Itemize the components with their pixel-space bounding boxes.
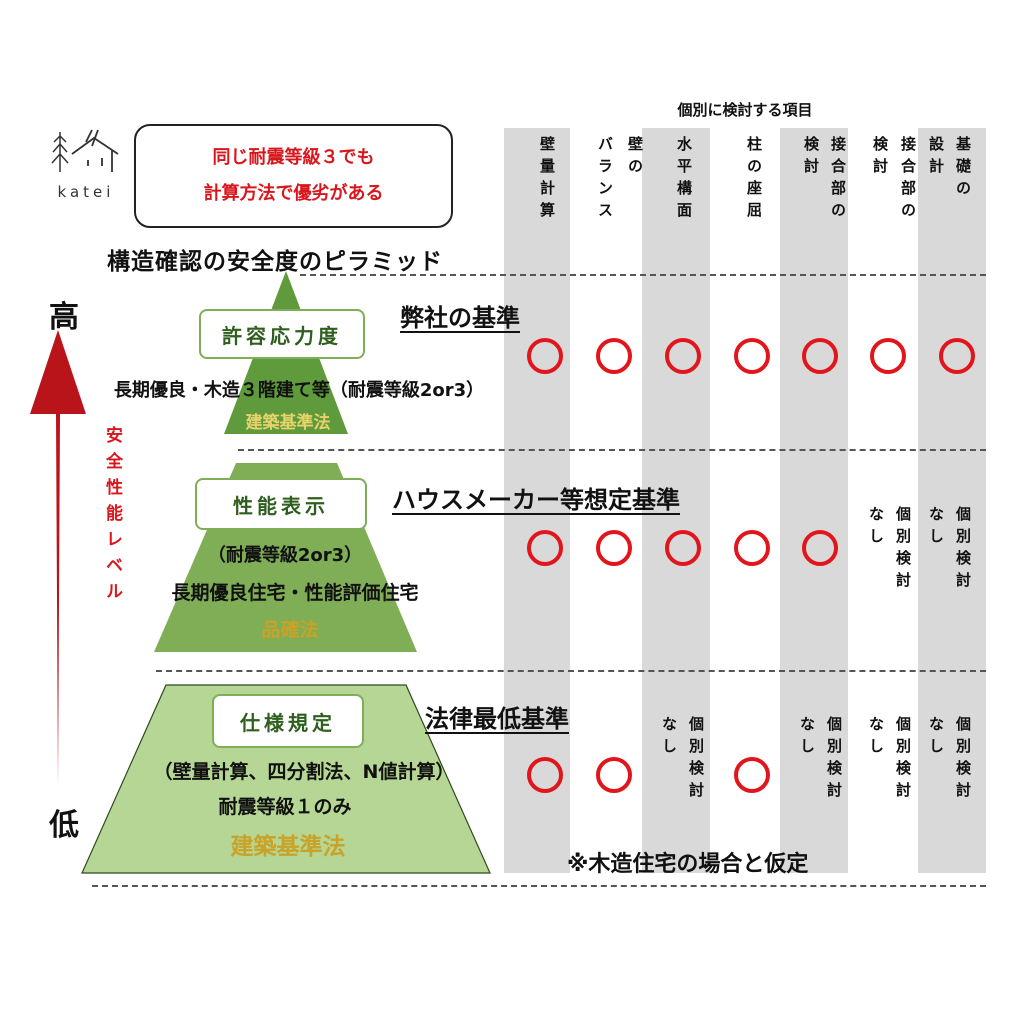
separator-low <box>156 670 986 672</box>
mark-l2-c5 <box>802 530 838 566</box>
column-header-wall-balance-1: 壁の <box>626 136 644 180</box>
axis-high-label: 高 <box>49 300 79 335</box>
mark-l1-c1 <box>527 338 563 374</box>
mark-l1-c6 <box>870 338 906 374</box>
callout-line-2: 計算方法で優劣がある <box>203 183 384 204</box>
mark-l1-c5 <box>802 338 838 374</box>
cell-l3-c5-none: なし <box>798 716 816 760</box>
mark-l1-c4 <box>734 338 770 374</box>
mark-l3-c2 <box>596 757 632 793</box>
cell-l3-c3-none: なし <box>660 716 678 760</box>
mark-l2-c2 <box>596 530 632 566</box>
safety-arrow <box>30 330 86 786</box>
separator-top <box>300 274 986 276</box>
separator-mid <box>238 449 986 451</box>
level-3-label: 仕様規定 <box>212 694 364 748</box>
column-group-header: 個別に検討する項目 <box>677 101 813 119</box>
level-1-standard: 弊社の基準 <box>400 304 520 332</box>
mark-l2-c1 <box>527 530 563 566</box>
mark-l2-c4 <box>734 530 770 566</box>
column-header-wall-balance-2: バランス <box>596 136 614 224</box>
column-bg-3 <box>642 128 710 873</box>
level-2-law: 品確法 <box>261 619 319 641</box>
logo-text: katei <box>58 183 115 201</box>
column-header-foundation-b: 設計 <box>927 136 945 180</box>
column-header-horizontal-plane: 水平構面 <box>675 136 693 224</box>
level-2-desc-2: 長期優良住宅・性能評価住宅 <box>171 582 419 604</box>
axis-safety-label: 安全性能レベル <box>102 426 122 608</box>
pyramid-title: 構造確認の安全度のピラミッド <box>107 249 443 275</box>
mark-l1-c3 <box>665 338 701 374</box>
mark-l2-c3 <box>665 530 701 566</box>
cell-l3-c7-separate: 個別検討 <box>954 716 972 804</box>
column-header-foundation-a: 基礎の <box>954 136 972 202</box>
footnote: ※木造住宅の場合と仮定 <box>567 852 809 877</box>
cell-l3-c3-separate: 個別検討 <box>687 716 705 804</box>
level-2-standard: ハウスメーカー等想定基準 <box>392 486 680 514</box>
column-bg-1 <box>504 128 570 873</box>
level-3-desc-1: （壁量計算、四分割法、N値計算） <box>153 761 455 783</box>
cell-l3-c7-none: なし <box>927 716 945 760</box>
level-1-law: 建築基準法 <box>245 413 331 433</box>
axis-low-label: 低 <box>49 808 79 843</box>
level-3-law: 建築基準法 <box>230 834 346 860</box>
callout-line-1: 同じ耐震等級３でも <box>212 147 375 168</box>
cell-l2-c6-none: なし <box>867 506 885 550</box>
column-bg-5 <box>780 128 848 873</box>
column-bg-7 <box>918 128 986 873</box>
tree-icon <box>51 132 69 172</box>
cell-l3-c6-separate: 個別検討 <box>894 716 912 804</box>
column-header-joint-2b: 検討 <box>871 136 889 180</box>
column-header-joint-1b: 検討 <box>802 136 820 180</box>
level-2-desc-1: （耐震等級2or3） <box>207 545 363 566</box>
cell-l3-c6-none: なし <box>867 716 885 760</box>
pyramid-tier-bottom <box>81 684 491 874</box>
column-header-column-buckling: 柱の座屈 <box>745 136 763 224</box>
cell-l2-c6-separate: 個別検討 <box>894 506 912 594</box>
level-2-label: 性能表示 <box>195 478 367 530</box>
mark-l1-c7 <box>939 338 975 374</box>
column-header-joint-1a: 接合部の <box>829 136 847 224</box>
house-icon <box>71 129 119 172</box>
cell-l3-c5-separate: 個別検討 <box>825 716 843 804</box>
mark-l3-c1 <box>527 757 563 793</box>
level-3-standard: 法律最低基準 <box>425 705 569 733</box>
arrow-up-icon <box>30 330 86 786</box>
callout-box: 同じ耐震等級３でも 計算方法で優劣がある <box>134 124 453 228</box>
katei-logo: katei <box>51 129 119 201</box>
column-header-wall-quantity: 壁量計算 <box>538 136 556 224</box>
cell-l2-c7-none: なし <box>927 506 945 550</box>
level-3-desc-2: 耐震等級１のみ <box>218 796 352 818</box>
mark-l3-c4 <box>734 757 770 793</box>
separator-bottom <box>92 885 986 887</box>
level-1-label: 許容応力度 <box>199 309 365 359</box>
cell-l2-c7-separate: 個別検討 <box>954 506 972 594</box>
column-header-joint-2a: 接合部の <box>899 136 917 224</box>
level-1-desc: 長期優良・木造３階建て等（耐震等級2or3） <box>113 380 485 401</box>
mark-l1-c2 <box>596 338 632 374</box>
